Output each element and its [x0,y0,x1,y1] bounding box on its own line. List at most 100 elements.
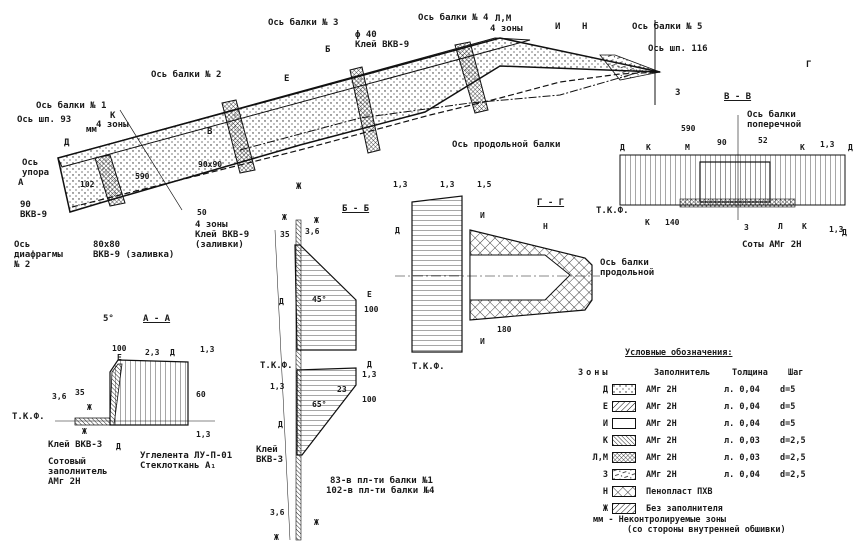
legend-thickness: л. 0,03 [724,452,760,463]
section-gg-tkf: Т.К.Ф. [412,362,445,372]
section-gg-zone-d: Д [395,226,400,235]
dim-80x80: 80x80 [93,240,121,250]
vkv9-fill-label: ВКВ-9 (заливка) [93,250,175,260]
section-vv-axis-1: Ось балки [747,110,796,120]
section-vv-zone-d-2: Д [848,143,853,152]
section-bb-angle-65: 65° [312,400,327,409]
section-gg-axis-1: Ось балки [600,258,649,268]
beam-axis-2-label: Ось балки № 2 [151,70,222,80]
legend: Условные обозначения: Зоны Заполнитель Т… [570,348,860,517]
legend-zone-code: И [602,418,608,429]
section-aa-dim-2-3: 2,3 [145,348,160,357]
section-vv-dim-140: 140 [665,218,680,227]
section-aa-tkf: Т.К.Ф. [12,412,45,422]
dim-590: 590 [135,172,150,181]
legend-swatch-empty [612,418,636,429]
section-vv-core: Соты АМг 2Н [742,240,802,250]
section-vv-dim-590: 590 [681,124,696,133]
legend-note: мм - Неконтролируемые зоны (со стороны в… [593,515,786,535]
section-bb-zone-d-1: Д [279,297,284,306]
legend-filler: АМг 2Н [646,418,677,429]
legend-thickness: л. 0,03 [724,435,760,446]
main-panel [57,20,662,213]
zone-i-mark: И [555,22,561,32]
section-vv-dim-90: 90 [717,138,727,147]
section-bb-dim-100-bot: 100 [362,395,377,404]
section-bb-height-beam-4: 102-в пл-ти балки №4 [326,486,435,496]
section-aa-dim-1-3-bot: 1,3 [196,430,211,439]
legend-zone-code: К [602,435,608,446]
legend-swatch-dots [612,384,636,395]
beam-axis-3-label: Ось балки № 3 [268,18,339,28]
section-bb-glue-1: Клей [256,445,278,455]
section-bb-dim-100-top: 100 [364,305,379,314]
section-vv-zone-d-3: Д [842,228,847,237]
section-aa-zone-zh-1: Ж [87,403,92,412]
section-aa-core-2: заполнитель [48,467,108,477]
section-bb-glue-2: ВКВ-3 [256,455,284,465]
section-aa-tape-2: Стеклоткань А₁ [140,461,216,471]
section-gg-zone-i-bot: И [480,337,485,346]
section-bb-dim-3-6-top: 3,6 [305,227,320,236]
legend-zone-code: Л,М [592,452,608,463]
zone-n-mark: Н [582,22,588,32]
legend-header-filler: Заполнитель [654,367,711,378]
legend-swatch-hatch-right [612,401,636,412]
legend-swatch-cross-dense [612,452,636,463]
section-bb-dim-23: 23 [337,385,347,394]
zone-zh-mark: Ж [296,182,302,192]
legend-header-step: Шаг [788,367,804,378]
section-vv-zone-l: Л [778,222,783,231]
legend-zone-code: Д [602,384,608,395]
section-bb-height-beam-1: 83-в пл-ти балки №1 [330,476,433,486]
hole-label: ϕ 40 [355,30,377,40]
diaphragm-axis-label-3: № 2 [14,260,31,270]
section-bb-dim-1-3-left: 1,3 [270,382,285,391]
section-bb-angle-45: 45° [312,295,327,304]
section-aa-zone-zh-2: Ж [82,427,87,436]
legend-header-thickness: Толщина [732,367,768,378]
legend-thickness: л. 0,04 [724,401,760,412]
section-gg-zone-n: Н [543,222,548,231]
legend-swatch-cross [612,486,636,497]
beam-axis-1-label: Ось балки № 1 [36,101,107,111]
section-aa-tape-1: Углелента ЛУ-П-01 [140,451,233,461]
zone-z-mark: З [675,88,681,98]
section-aa-title: А - А [143,314,171,324]
uncontrolled-mark: мм [86,125,97,135]
section-gg-title: Г - Г [537,198,565,208]
legend-filler: АМг 2Н [646,435,677,446]
section-bb-zone-zh-3: Ж [274,533,279,542]
legend-step: d=2,5 [780,452,806,463]
legend-swatch-dash-dots [612,469,636,480]
diaphragm-axis-label-1: Ось [14,240,31,250]
legend-filler: Без заполнителя [646,503,723,514]
legend-step: d=5 [780,418,796,429]
section-gg-dim-1-5: 1,5 [477,180,492,189]
section-vv-dim-1-3-bot: 1,3 [829,225,844,234]
section-vv-zone-k-2: К [800,143,805,152]
section-aa-dim-35: 35 [75,388,85,397]
long-beam-axis-label: Ось продольной балки [452,140,561,150]
section-aa-shape [55,359,215,426]
section-vv-axis-2: поперечной [747,120,802,130]
section-aa-dim-3-6: 3,6 [52,392,67,401]
section-aa-zone-e: Е [117,353,122,362]
section-bb-dim-3-6-bot: 3,6 [270,508,285,517]
dim-90: 90 [20,200,31,210]
zones-4-lm-label: 4 зоны [490,24,523,34]
zone-k-mark: К [110,111,116,121]
section-vv-zone-m: М [685,143,690,152]
section-aa-dim-1-3-top: 1,3 [200,345,215,354]
section-bb-zone-zh-1: Ж [282,213,287,222]
section-bb-tkf: Т.К.Ф. [260,361,293,371]
dim-90x90: 90x90 [198,160,223,169]
section-vv-title: В - В [724,92,752,102]
beam-axis-4-label: Ось балки № 4 [418,13,489,23]
legend-zone-code: Н [602,486,608,497]
section-gg-dim-1-3-b: 1,3 [440,180,455,189]
section-aa-zone-d-bot: Д [116,442,121,451]
